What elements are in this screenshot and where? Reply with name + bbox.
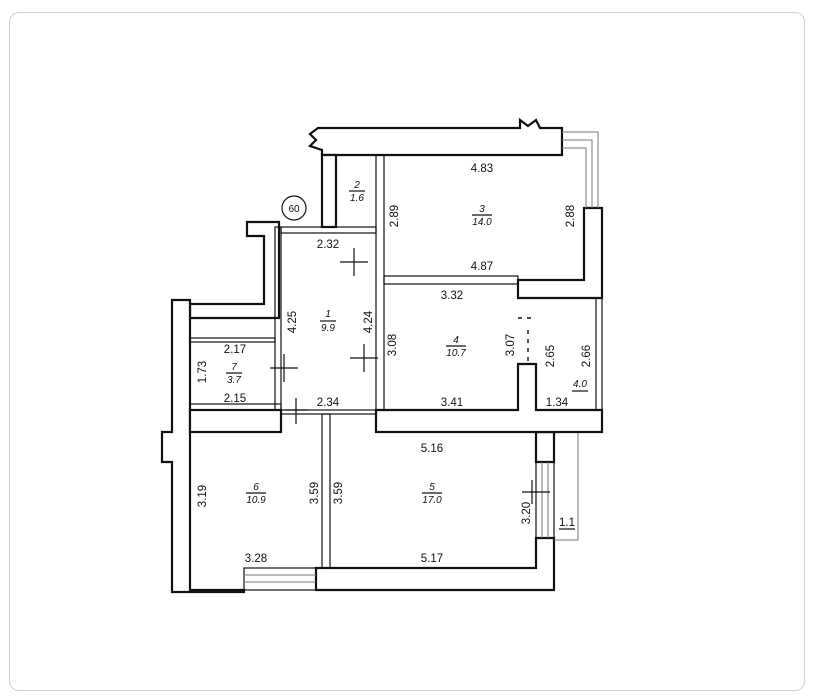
svg-text:3.7: 3.7 (227, 375, 241, 386)
dim-2-15: 2.15 (224, 393, 246, 405)
svg-text:10.7: 10.7 (446, 348, 466, 359)
room-label-7: 7 3.7 (226, 362, 242, 386)
dim-3-28: 3.28 (245, 553, 267, 565)
dim-3-08: 3.08 (387, 334, 399, 356)
dim-3-59-left: 3.59 (309, 482, 321, 504)
svg-text:10.9: 10.9 (246, 495, 266, 506)
dim-4-25: 4.25 (287, 311, 299, 333)
room-label-4: 4 10.7 (446, 335, 466, 359)
dim-3-07: 3.07 (505, 334, 517, 356)
dim-5-17: 5.17 (421, 553, 443, 565)
dim-3-32: 3.32 (441, 290, 463, 302)
balcony-edge (595, 297, 603, 413)
dim-2-66: 2.66 (581, 345, 593, 367)
room-label-6: 6 10.9 (246, 482, 266, 506)
dim-2-88: 2.88 (565, 205, 577, 227)
wall-left-outer (160, 298, 246, 594)
partition-1-bottom (280, 409, 377, 415)
dim-2-32: 2.32 (317, 239, 339, 251)
wall-right-room3 (516, 206, 604, 300)
wall-right-room5 (534, 430, 556, 464)
svg-text:6: 6 (253, 482, 259, 493)
svg-text:1.6: 1.6 (350, 193, 364, 204)
svg-text:17.0: 17.0 (422, 495, 442, 506)
dim-2-65: 2.65 (545, 345, 557, 367)
dim-3-59-right: 3.59 (333, 482, 345, 504)
marker-circle (281, 195, 307, 221)
dim-2-34: 2.34 (317, 397, 340, 409)
dim-4-87: 4.87 (471, 261, 493, 273)
window-bottom (243, 567, 317, 591)
marker-label: 60 (288, 204, 300, 215)
svg-text:7: 7 (231, 362, 237, 373)
room-label-5: 5 17.0 (422, 482, 442, 506)
dim-3-20: 3.20 (521, 502, 533, 524)
dim-2-89: 2.89 (389, 205, 401, 227)
svg-text:2: 2 (353, 180, 360, 191)
svg-text:3: 3 (479, 204, 485, 215)
partition-2-3 (375, 154, 385, 411)
dim-4-24: 4.24 (363, 310, 375, 333)
svg-text:14.0: 14.0 (472, 217, 492, 228)
wall-room4-bottom (374, 362, 604, 434)
partition-6-5 (321, 413, 331, 569)
svg-text:9.9: 9.9 (321, 323, 335, 334)
svg-text:4: 4 (453, 335, 459, 346)
partition-6-top (188, 408, 283, 434)
dim-5-16: 5.16 (421, 443, 443, 455)
dim-1-1: 1.1 (559, 517, 575, 529)
dim-3-19: 3.19 (197, 485, 209, 507)
dim-2-17: 2.17 (224, 344, 246, 356)
partition-3-4 (383, 275, 519, 285)
svg-text:1: 1 (325, 309, 331, 320)
room-label-1: 1 9.9 (320, 309, 336, 334)
balcony-area-label: 4.0 (573, 379, 587, 390)
svg-text:5: 5 (429, 482, 435, 493)
partition-7-top (189, 337, 276, 343)
wall-left-upper (188, 220, 281, 320)
dim-4-83: 4.83 (471, 163, 493, 175)
wall-top (307, 117, 564, 157)
dim-1-34: 1.34 (546, 397, 569, 409)
wall-hall-column (320, 153, 338, 229)
dim-1-73: 1.73 (197, 361, 209, 383)
dim-3-41: 3.41 (441, 397, 463, 409)
window-right-room5 (535, 461, 555, 539)
room-label-3: 3 14.0 (472, 204, 492, 228)
room-label-2: 2 1.6 (349, 180, 365, 204)
partition-1-top (280, 226, 377, 234)
